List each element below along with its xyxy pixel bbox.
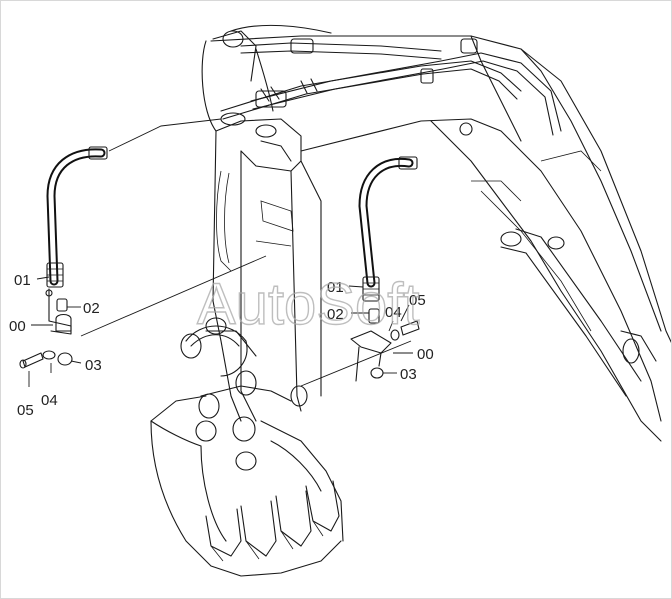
label-left-nut: 03 xyxy=(85,357,102,374)
watermark: AutoSoft xyxy=(197,272,419,337)
label-left-hose: 01 xyxy=(14,272,31,289)
left-labels: 01 02 00 03 04 05 xyxy=(9,272,102,419)
label-right-nut: 03 xyxy=(400,366,417,383)
left-hose-assembly xyxy=(19,146,108,369)
label-right-bolt: 05 xyxy=(409,292,426,309)
bucket-linkage xyxy=(180,317,308,442)
label-right-fitting: 02 xyxy=(327,306,344,323)
label-right-hose: 01 xyxy=(327,279,344,296)
arm-pipes xyxy=(220,38,562,136)
boom-top xyxy=(201,24,332,132)
boom-body xyxy=(212,118,322,422)
arm-structure xyxy=(210,35,671,442)
arm-cylinder xyxy=(500,228,657,397)
label-leaders xyxy=(28,276,413,387)
bucket xyxy=(150,395,344,577)
label-left-bolt: 05 xyxy=(17,402,34,419)
label-right-washer: 04 xyxy=(385,304,402,321)
label-left-fitting: 02 xyxy=(83,300,100,317)
label-right-bracket: 00 xyxy=(417,346,434,363)
right-hose-assembly xyxy=(350,156,420,382)
label-left-bracket: 00 xyxy=(9,318,26,335)
right-labels: 01 02 04 05 00 03 xyxy=(327,279,434,383)
hose-routing-lines xyxy=(80,118,412,387)
label-left-washer: 04 xyxy=(41,392,58,409)
